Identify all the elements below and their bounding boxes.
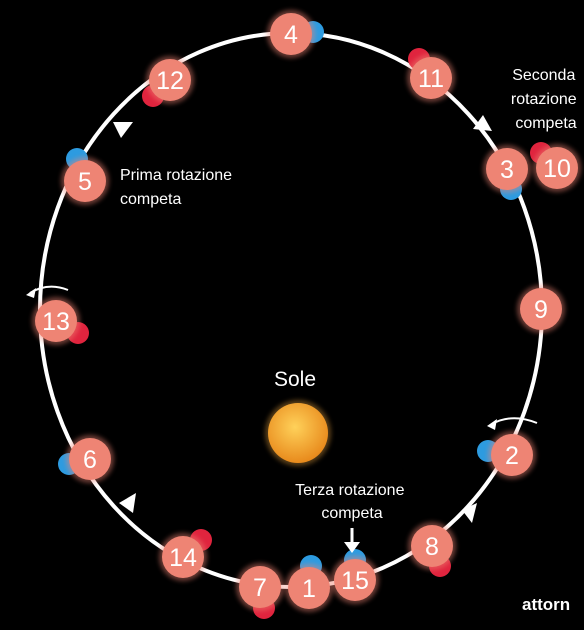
planet-9: 9 <box>517 285 565 333</box>
planet-11-number: 11 <box>418 65 444 93</box>
label-second-rotation: Seconda rotazione competa <box>511 67 581 132</box>
sun-label: Sole <box>274 368 316 391</box>
arrow-left-top <box>113 122 133 138</box>
orbit-path <box>38 31 544 589</box>
rotation-arc-2-head <box>487 419 497 430</box>
planet-4-number: 4 <box>284 21 298 49</box>
planet-14-disc <box>162 536 204 578</box>
rotation-arc-13 <box>29 285 69 294</box>
planet-6-disc <box>69 438 111 480</box>
sun: Sole <box>265 368 331 466</box>
planet-11: 11 <box>407 48 455 102</box>
planet-10-disc <box>536 147 578 189</box>
planet-10: 10 <box>530 142 581 192</box>
planet-7: 7 <box>236 563 284 619</box>
planet-8: 8 <box>408 522 456 577</box>
arrow-right-top <box>473 115 492 131</box>
planet-15-number: 15 <box>341 567 369 595</box>
planet-13-disc <box>35 300 77 342</box>
orbit-direction-arrows <box>113 115 492 523</box>
planet-15: 15 <box>331 549 379 604</box>
third-rotation-pointer <box>344 528 360 553</box>
planet-3-number: 3 <box>500 156 514 184</box>
planet-2-number: 2 <box>505 442 519 470</box>
planet-13-number: 13 <box>42 308 70 336</box>
arrow-right-bottom <box>462 503 477 523</box>
planet-14-number: 14 <box>169 544 197 572</box>
planet-10-number: 10 <box>543 155 571 183</box>
label-first-rotation: Prima rotazione competa <box>120 167 237 208</box>
planet-5-disc <box>64 160 106 202</box>
planet-7-disc <box>239 566 281 608</box>
planet-8-number: 8 <box>425 533 439 561</box>
planet-5: 5 <box>61 148 109 205</box>
planet-12-number: 12 <box>156 67 184 95</box>
planet-14: 14 <box>159 529 212 581</box>
planet-3: 3 <box>483 145 531 200</box>
planet-12: 12 <box>142 56 194 107</box>
label-third-rotation: Terza rotazione competa <box>295 482 409 522</box>
planet-9-disc <box>520 288 562 330</box>
corner-text: attorn <box>522 595 570 614</box>
planet-7-number: 7 <box>253 574 267 602</box>
planet-2-disc <box>491 434 533 476</box>
planet-1: 1 <box>285 555 333 612</box>
planet-1-number: 1 <box>302 575 316 603</box>
planet-11-disc <box>410 57 452 99</box>
planet-13: 13 <box>32 297 89 345</box>
rotation-arc-2 <box>491 417 538 425</box>
rotation-arcs <box>26 285 538 430</box>
planet-9-number: 9 <box>534 296 548 324</box>
planet-12-disc <box>149 59 191 101</box>
planet-6: 6 <box>58 435 114 483</box>
planet-1-disc <box>288 567 330 609</box>
planet-15-disc <box>334 559 376 601</box>
planet-4-disc <box>270 13 312 55</box>
rotation-arc-13-head <box>26 288 36 298</box>
arrow-left-bottom <box>119 493 136 513</box>
planet-5-number: 5 <box>78 168 92 196</box>
planet-6-number: 6 <box>83 446 97 474</box>
planet-2: 2 <box>477 431 536 479</box>
planet-4: 4 <box>267 10 324 58</box>
planet-8-disc <box>411 525 453 567</box>
sun-disc <box>268 403 328 463</box>
planet-3-disc <box>486 148 528 190</box>
